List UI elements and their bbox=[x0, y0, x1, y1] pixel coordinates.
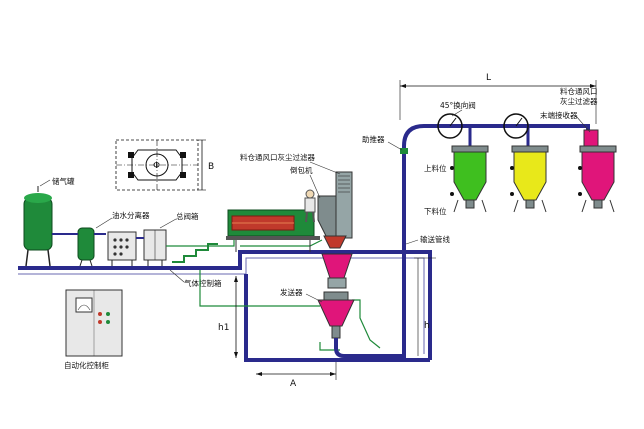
high-level-label: 上料位 bbox=[424, 163, 447, 173]
oil-water-separator bbox=[52, 227, 106, 267]
dim-h-label: h bbox=[424, 321, 430, 331]
dim-L-label: L bbox=[486, 73, 491, 83]
silo-vent-filter-left-label: 料仓通风口灰尘过滤器 bbox=[240, 152, 315, 162]
conveying-pipe-label: 输送管线 bbox=[420, 234, 450, 244]
plan-view-inset: Φ B bbox=[115, 139, 214, 191]
right-filter-labels: 料仓通风口 灰尘过滤器 末端接收器 bbox=[540, 86, 598, 133]
dimension-L: L bbox=[399, 73, 597, 124]
auto-control-cabinet-label: 自动化控制柜 bbox=[64, 360, 109, 370]
bag-dumper-label: 倒包机 bbox=[290, 165, 313, 175]
transmitter-label: 发送器 bbox=[280, 287, 303, 297]
oil-water-separator-label-group: 油水分离器 bbox=[95, 210, 150, 229]
bag-dumper-labels: 料仓通风口灰尘过滤器 倒包机 bbox=[240, 152, 341, 199]
booster-group: 助推器 bbox=[362, 134, 408, 154]
transmitter bbox=[317, 291, 355, 339]
diverter-valve-label-group: 45°换向阀 bbox=[440, 100, 476, 117]
dimension-h1: h1 bbox=[218, 276, 238, 358]
silo-vent-filter-right-label-1: 料仓通风口 bbox=[560, 86, 598, 96]
air-tank-label-group: 储气罐 bbox=[39, 176, 75, 187]
bag-dump-platform bbox=[226, 209, 320, 252]
oil-water-separator-label: 油水分离器 bbox=[112, 210, 150, 220]
silo-pink bbox=[579, 129, 617, 213]
main-valve-box-label: 总阀箱 bbox=[176, 211, 199, 221]
air-tank-label: 储气罐 bbox=[52, 176, 75, 186]
level-sensors bbox=[450, 166, 582, 196]
bag-dumper bbox=[317, 171, 353, 249]
worker-figure bbox=[304, 189, 316, 223]
gas-control-box-label-group: 气体控制箱 bbox=[169, 269, 222, 288]
level-labels: 上料位 下料位 bbox=[424, 163, 447, 216]
main-valve-box bbox=[136, 229, 167, 266]
auto-control-cabinet bbox=[65, 289, 123, 357]
dim-h1-label: h1 bbox=[218, 323, 229, 333]
ground-structure bbox=[18, 250, 432, 362]
transmitter-label-group: 发送器 bbox=[280, 287, 323, 303]
diverter-valve-label: 45°换向阀 bbox=[440, 100, 476, 110]
air-lines bbox=[166, 238, 381, 351]
stairs bbox=[172, 243, 218, 263]
end-receiver-label: 末端接收器 bbox=[540, 110, 578, 120]
dim-A-label: A bbox=[290, 379, 297, 389]
diverter-valves bbox=[437, 113, 529, 139]
silo-vent-filter-right-label-2: 灰尘过滤器 bbox=[560, 96, 598, 106]
gas-control-box-label: 气体控制箱 bbox=[184, 278, 222, 288]
booster-label: 助推器 bbox=[362, 134, 385, 144]
dimension-A: A bbox=[256, 362, 337, 389]
low-level-label: 下料位 bbox=[424, 206, 447, 216]
main-valve-box-label-group: 总阀箱 bbox=[159, 211, 199, 229]
feed-hopper bbox=[321, 253, 353, 289]
silo-yellow bbox=[511, 145, 549, 213]
air-tank bbox=[23, 186, 53, 267]
gas-control-box bbox=[107, 231, 137, 266]
phi-label: Φ bbox=[153, 161, 160, 171]
conveying-pipe-label-group: 输送管线 bbox=[405, 234, 450, 245]
dimension-h: h bbox=[414, 257, 436, 356]
dim-B-label: B bbox=[208, 162, 214, 172]
silo-green bbox=[451, 145, 489, 213]
